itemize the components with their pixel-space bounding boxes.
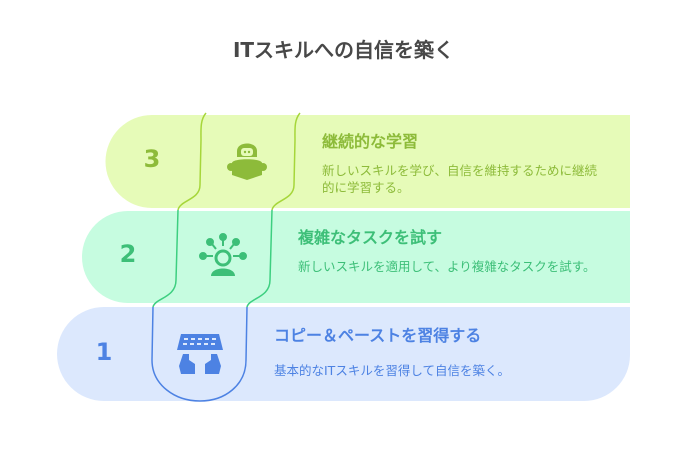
step-1-number: 1 [95, 338, 113, 366]
keyboard-hands-icon [177, 334, 223, 374]
step-1-description: 基本的なITスキルを習得して自信を築く。 [274, 363, 510, 378]
band-step-1 [57, 307, 630, 401]
person-ideas-icon [199, 233, 247, 276]
connector-step-3 [177, 112, 301, 211]
band-step-3 [105, 115, 630, 208]
step-2-description: 新しいスキルを適用して、より複雑なタスクを試す。 [298, 259, 596, 274]
connector-step-2 [152, 209, 273, 308]
step-2-number: 2 [119, 240, 137, 268]
person-reading-icon [227, 143, 267, 180]
step-2-heading: 複雑なタスクを試す [298, 228, 443, 247]
diagram-title: ITスキルへの自信を築く [232, 38, 455, 62]
connector-step-1 [151, 306, 248, 402]
step-3-number: 3 [143, 145, 161, 173]
step-3-description: 新しいスキルを学び、自信を維持するために継続的に学習する。 [322, 163, 598, 195]
step-3-heading: 継続的な学習 [322, 132, 419, 151]
step-1-heading: コピー＆ペーストを習得する [274, 326, 482, 345]
band-step-2 [82, 211, 630, 303]
